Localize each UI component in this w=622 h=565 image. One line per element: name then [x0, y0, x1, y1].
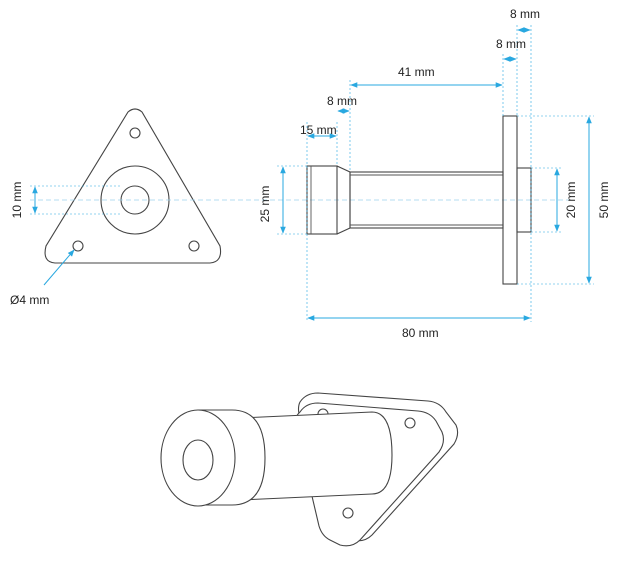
triangle-plate [44, 108, 222, 264]
label-flange-50: 50 mm [597, 182, 611, 219]
label-shaft-41: 41 mm [398, 65, 435, 79]
leader-hole [43, 249, 75, 286]
hub [516, 167, 532, 233]
iso-cap-face [160, 409, 236, 507]
iso-cap-bore [182, 439, 214, 481]
label-cap-15: 15 mm [300, 123, 337, 137]
iso-mount-hole-3 [342, 507, 354, 519]
iso-shaft [239, 411, 393, 501]
label-total-80: 80 mm [402, 326, 439, 340]
side-view: 8 mm 8 mm 41 mm 8 mm 15 mm 25 mm 20 mm 5… [258, 7, 611, 340]
isometric-view [160, 392, 459, 547]
iso-mount-hole-2 [404, 417, 416, 429]
front-view: 10 mm Ø4 mm [10, 108, 222, 307]
label-hub-20: 20 mm [564, 182, 578, 219]
label-bore-10: 10 mm [10, 182, 24, 219]
label-chamfer-8: 8 mm [327, 94, 357, 108]
label-cap-25: 25 mm [258, 186, 272, 223]
mount-hole-right [188, 240, 200, 252]
label-top-8: 8 mm [510, 7, 540, 21]
mount-hole-top [129, 127, 141, 139]
label-hole-4: Ø4 mm [10, 293, 49, 307]
mount-hole-left [72, 240, 84, 252]
label-flange-8: 8 mm [496, 37, 526, 51]
